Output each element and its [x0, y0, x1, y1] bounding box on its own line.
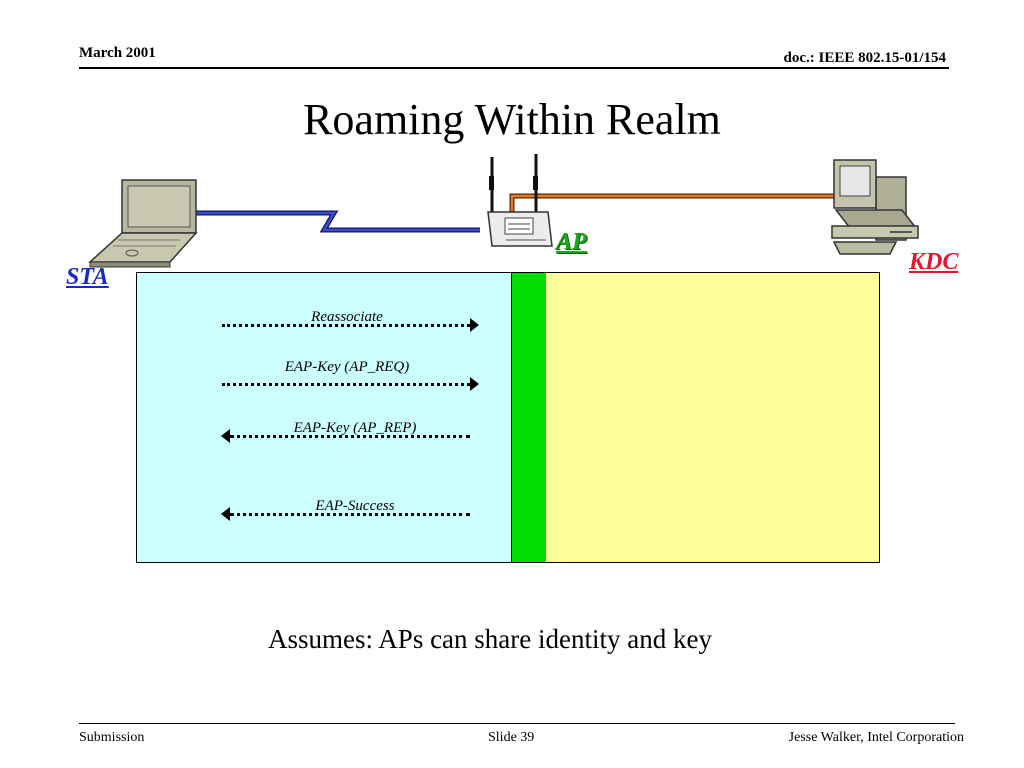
header-rule: [79, 67, 949, 69]
access-point-icon: [487, 154, 553, 247]
message-line: [230, 513, 470, 516]
desktop-computer-icon: [831, 159, 919, 255]
wired-link: [509, 193, 842, 212]
assumption-note: Assumes: APs can share identity and key: [268, 624, 712, 654]
wireless-link: [196, 210, 480, 233]
message-line: [230, 435, 470, 438]
ap-panel: [511, 272, 547, 563]
ap-label[interactable]: AP: [556, 229, 587, 255]
message-line: [222, 324, 470, 327]
header-date: March 2001: [79, 45, 156, 61]
header-doc-id: doc.: IEEE 802.15-01/154: [783, 50, 946, 66]
footer-author: Jesse Walker, Intel Corporation: [788, 730, 964, 745]
footer-slide-number: Slide 39: [488, 730, 535, 745]
slide-title: Roaming Within Realm: [303, 95, 721, 144]
network-illustration: [88, 154, 919, 268]
arrow-right-icon: [470, 377, 479, 391]
message-label: EAP-Key (AP_REQ): [284, 359, 410, 375]
footer-submission: Submission: [79, 730, 145, 745]
arrow-left-icon: [221, 429, 230, 443]
arrow-left-icon: [221, 507, 230, 521]
laptop-icon: [88, 179, 198, 268]
kdc-label[interactable]: KDC: [909, 249, 959, 275]
footer-rule: [79, 723, 955, 724]
kdc-panel: [546, 272, 880, 563]
message-line: [222, 383, 470, 386]
message-label: EAP-Success: [315, 498, 395, 514]
sta-label[interactable]: STA: [66, 264, 109, 290]
message-label: EAP-Key (AP_REP): [293, 420, 417, 436]
message-label: Reassociate: [311, 309, 383, 325]
arrow-right-icon: [470, 318, 479, 332]
